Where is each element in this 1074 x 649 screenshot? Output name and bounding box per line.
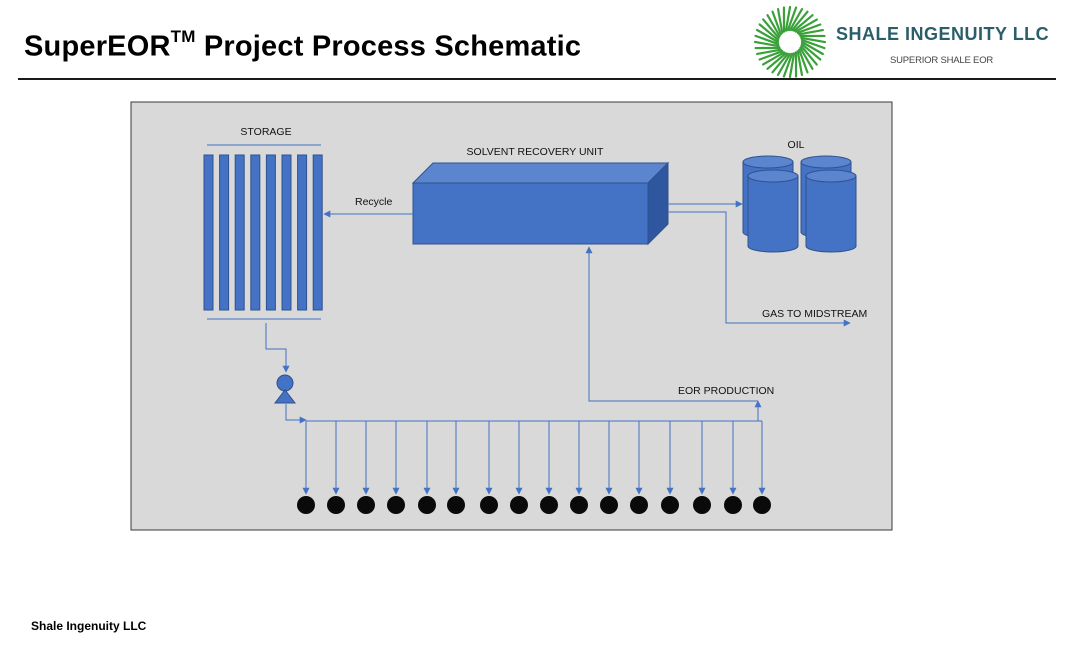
logo-company-name: SHALE INGENUITY LLC [836, 24, 1050, 44]
eor-production-label: EOR PRODUCTION [678, 385, 774, 397]
logo-tagline: SUPERIOR SHALE EOR [890, 55, 994, 66]
trademark-superscript: TM [170, 27, 196, 46]
well-icon [418, 496, 436, 514]
well-icon [570, 496, 588, 514]
gas-to-midstream-label: GAS TO MIDSTREAM [762, 308, 867, 320]
flow-lines [265, 200, 851, 424]
storage-label: STORAGE [240, 126, 291, 138]
storage-tank [219, 154, 230, 311]
storage-tank [281, 154, 292, 311]
well-icon [327, 496, 345, 514]
well-icon [724, 496, 742, 514]
oil-barrel [805, 169, 857, 253]
well-icon [387, 496, 405, 514]
slide-title: SuperEORTM Project Process Schematic [24, 27, 582, 64]
well-icon [661, 496, 679, 514]
well-icon [357, 496, 375, 514]
storage-to-pump-line [265, 323, 290, 373]
solvent-recovery-unit-label: SOLVENT RECOVERY UNIT [467, 146, 605, 158]
eor-production-flow-line [585, 246, 758, 402]
storage-tank [265, 154, 276, 311]
sru-front-face [412, 182, 649, 245]
well-icon [753, 496, 771, 514]
oil-barrel [747, 169, 799, 253]
oil-storage: OIL [742, 139, 857, 253]
storage-tank [297, 154, 308, 311]
well-icon [630, 496, 648, 514]
well-icon [297, 496, 315, 514]
recycle-label: Recycle [355, 196, 393, 208]
oil-barrels [742, 155, 857, 253]
gas-flow-line [668, 211, 851, 327]
oil-label: OIL [788, 139, 805, 151]
well-icon [693, 496, 711, 514]
storage-tanks [203, 154, 323, 311]
title-rest: Project Process Schematic [195, 30, 582, 63]
well-icon [540, 496, 558, 514]
solvent-recovery-unit: SOLVENT RECOVERY UNIT [411, 146, 670, 246]
well-icon [510, 496, 528, 514]
wells [297, 421, 771, 514]
storage-tank [312, 154, 323, 311]
footer-company: Shale Ingenuity LLC [31, 619, 147, 633]
company-logo: SHALE INGENUITY LLC SUPERIOR SHALE EOR [752, 4, 1052, 80]
well-icon [447, 496, 465, 514]
storage-tank [203, 154, 214, 311]
storage-unit: STORAGE [203, 126, 323, 320]
title-underline [18, 78, 1056, 80]
well-icon [480, 496, 498, 514]
title-main: SuperEOR [24, 30, 171, 63]
well-icon [600, 496, 618, 514]
pump-to-header-line [285, 404, 307, 424]
sru-top-face [411, 162, 670, 184]
storage-tank [234, 154, 245, 311]
sunburst-logo-icon [753, 5, 827, 79]
storage-tank [250, 154, 261, 311]
pump-icon [273, 374, 297, 404]
